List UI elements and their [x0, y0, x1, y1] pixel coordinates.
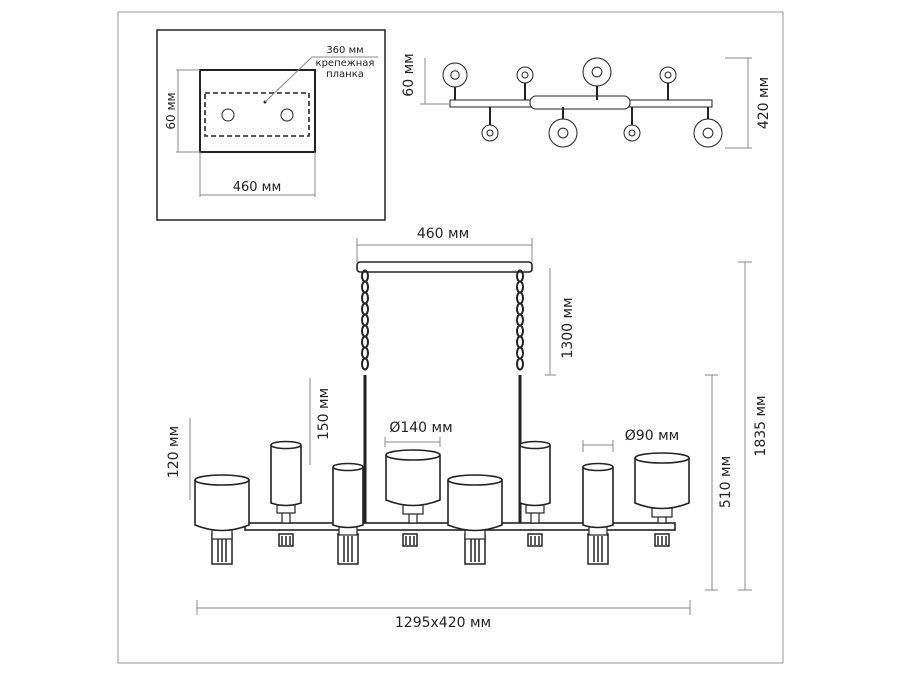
chain-link	[516, 335, 524, 349]
screw-hole	[221, 108, 235, 122]
outer-frame	[117, 11, 784, 664]
top-view-holder	[486, 129, 494, 137]
small-shade	[582, 467, 614, 529]
chain-link	[361, 357, 369, 371]
small-shade-diameter-label: Ø90 мм	[625, 428, 679, 444]
chain-link	[516, 346, 524, 360]
top-view-depth-label: 420 мм	[756, 77, 772, 129]
top-view: 60 мм 420 мм	[401, 53, 772, 149]
top-view-holder	[628, 129, 636, 137]
large-shade-rim	[634, 452, 690, 464]
small-shade	[519, 445, 551, 507]
fixing-bar-label: крепежная	[316, 58, 375, 69]
large-shade-height-label: 120 мм	[166, 426, 182, 478]
large-shade	[194, 480, 250, 532]
small-shade-rim	[519, 440, 551, 450]
chain-link	[361, 335, 369, 349]
small-shade-rim	[332, 462, 364, 472]
chain-link	[516, 302, 524, 316]
chain-link	[361, 280, 369, 294]
shade-holder	[651, 507, 673, 518]
chain-link	[516, 357, 524, 371]
small-shade-rim	[582, 462, 614, 472]
canopy	[356, 261, 533, 273]
small-shade	[332, 467, 364, 529]
chain-link	[516, 324, 524, 338]
mounting-plate-inset: 360 мм крепежная планка 60 мм 460 мм	[156, 29, 386, 221]
large-shade-rim	[194, 474, 250, 486]
fixing-bar-label: планка	[326, 69, 364, 80]
inset-width-label: 460 мм	[233, 180, 282, 195]
top-view-holder	[591, 66, 603, 78]
fixing-bar-size-label: 360 мм	[326, 45, 363, 56]
small-shade-rim	[270, 440, 302, 450]
top-view-holder	[664, 71, 672, 79]
chain-link	[361, 291, 369, 305]
leader-line	[264, 56, 378, 103]
chain-link	[516, 313, 524, 327]
total-height-label: 1835 мм	[753, 395, 769, 456]
small-shade	[270, 445, 302, 507]
chain-link	[361, 313, 369, 327]
chain-link	[361, 324, 369, 338]
overall-size-label: 1295x420 мм	[395, 615, 491, 631]
body-height-label: 510 мм	[718, 456, 734, 508]
shade-holder	[464, 529, 486, 540]
side-view	[194, 261, 690, 565]
large-shade-rim	[447, 474, 503, 486]
chain-link	[361, 302, 369, 316]
top-view-height-label: 60 мм	[401, 53, 417, 96]
large-shade-rim	[385, 449, 441, 461]
large-shade	[634, 458, 690, 510]
fixing-bar-outline	[204, 92, 310, 137]
top-view-canopy	[529, 95, 631, 110]
top-view-holder	[702, 127, 714, 139]
top-view-holder	[450, 70, 460, 80]
top-view-holder	[521, 71, 529, 79]
chain-length-label: 1300 мм	[560, 297, 576, 358]
chain-link	[361, 346, 369, 360]
canopy-outline	[199, 69, 316, 153]
small-shade-height-label: 150 мм	[316, 388, 332, 440]
screw-hole	[280, 108, 294, 122]
large-shade-diameter-label: Ø140 мм	[389, 420, 452, 436]
chain-link	[516, 280, 524, 294]
canopy-width-label: 460 мм	[417, 226, 469, 242]
chain-link	[516, 291, 524, 305]
inset-height-label: 60 мм	[164, 92, 178, 129]
large-shade	[385, 455, 441, 507]
shade-holder	[402, 504, 424, 515]
dimensions: 460 мм 1300 мм 150 мм Ø140 мм 120 мм Ø90…	[166, 226, 769, 631]
inset-frame	[156, 29, 386, 221]
shade-holder	[211, 529, 233, 540]
top-view-holder	[557, 127, 569, 139]
large-shade	[447, 480, 503, 532]
